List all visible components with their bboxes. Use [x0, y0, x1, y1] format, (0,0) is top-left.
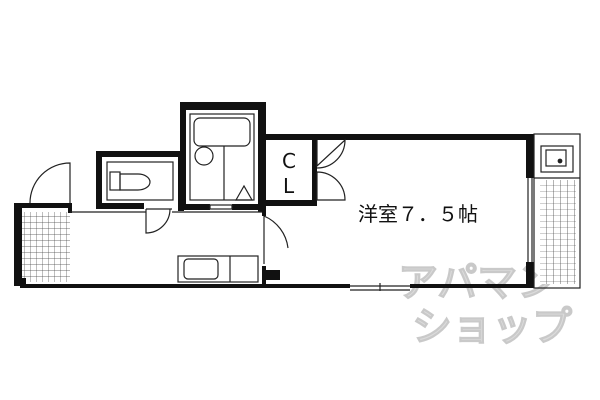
- room-door: [263, 215, 289, 264]
- washbasin-icon: [540, 145, 574, 173]
- closet-label-c: C: [282, 149, 296, 173]
- entrance-tiles: [18, 212, 70, 282]
- watermark-line2: ショップ: [412, 304, 572, 350]
- toilet-icon: [106, 161, 174, 201]
- balcony: [533, 133, 581, 289]
- walls: [14, 102, 534, 288]
- closet-door-bottom: [316, 171, 346, 201]
- balcony-slats: [540, 180, 576, 284]
- entrance-door: [29, 162, 71, 204]
- kitchen-sink-icon: [177, 255, 259, 283]
- bath-door: [209, 204, 233, 210]
- closet-label-l: L: [283, 174, 295, 198]
- bathtub-icon: [189, 113, 255, 201]
- closet-door-top: [316, 138, 346, 169]
- doors: [29, 138, 346, 264]
- room-label: 洋室７．５帖: [358, 202, 478, 226]
- toilet-door: [145, 208, 172, 234]
